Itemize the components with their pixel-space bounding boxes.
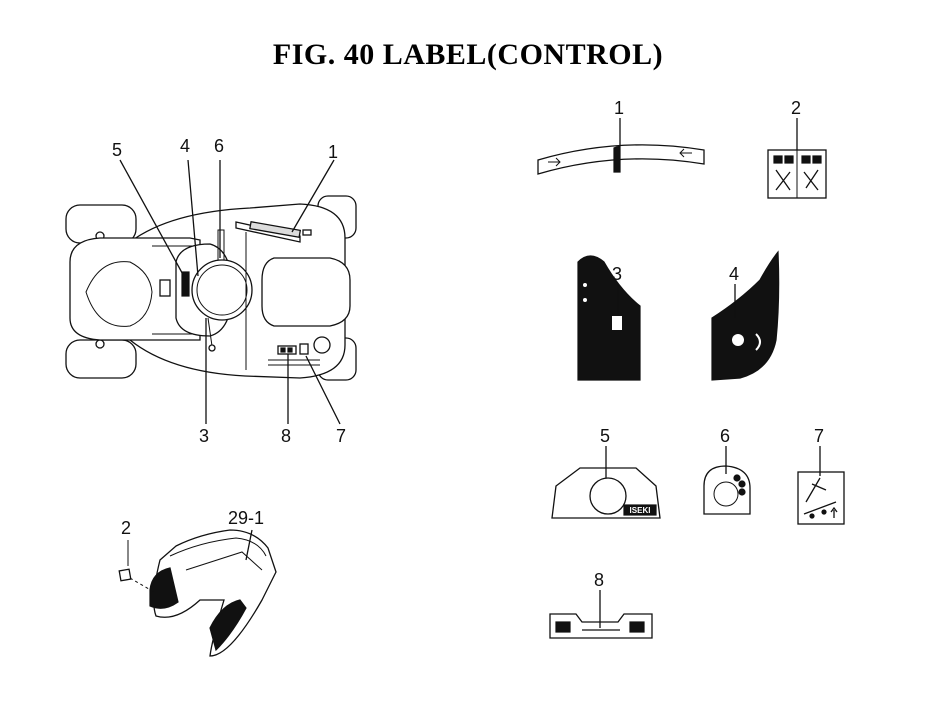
label-callout-6: 6	[720, 426, 730, 446]
hood-label-2	[118, 568, 132, 582]
label-callout-7: 7	[814, 426, 824, 446]
hood-callout-2: 2	[121, 518, 131, 538]
page-title: FIG. 40 LABEL(CONTROL)	[272, 38, 664, 71]
callout-6: 6	[214, 136, 224, 156]
label-8-pedal-strip: 8	[549, 570, 653, 639]
label-7-caution: 7	[797, 426, 845, 525]
callout-3: 3	[199, 426, 209, 446]
tractor-top-view: 5 4 6 1 3 8 7	[65, 136, 357, 446]
seat	[261, 257, 351, 327]
tractor-hood	[69, 237, 201, 341]
callout-5: 5	[112, 140, 122, 160]
hood-callout-29-1: 29-1	[228, 508, 264, 528]
label-callout-2: 2	[791, 98, 801, 118]
label-2-warning: 2	[767, 98, 827, 199]
label-4-panel: 4	[711, 250, 780, 381]
label-callout-1: 1	[614, 98, 624, 118]
label-callout-3: 3	[612, 264, 622, 284]
steering-wheel	[191, 259, 253, 321]
label-1-lever-strip: 1	[537, 98, 705, 175]
label-callout-8: 8	[594, 570, 604, 590]
callout-8: 8	[281, 426, 291, 446]
brand-logo-text: ISEKI	[630, 506, 651, 515]
callout-4: 4	[180, 136, 190, 156]
hood-assembly: 2 29-1	[118, 508, 277, 657]
label-3-panel: 3	[577, 255, 641, 381]
label-callout-5: 5	[600, 426, 610, 446]
callout-7: 7	[336, 426, 346, 446]
callout-1: 1	[328, 142, 338, 162]
label-6-key-switch: 6	[703, 426, 751, 515]
label-5-dash: ISEKI 5	[551, 426, 661, 519]
label-callout-4: 4	[729, 264, 739, 284]
